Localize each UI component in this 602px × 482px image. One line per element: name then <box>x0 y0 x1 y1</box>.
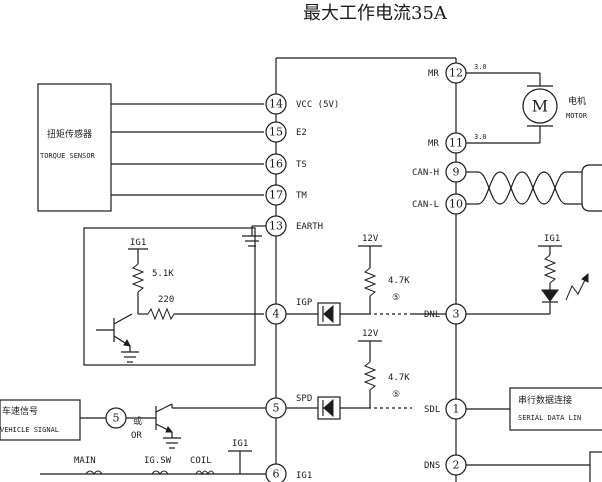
dns-link <box>466 451 602 482</box>
pullup-resistor-2: 12V 4.7K ⑤ <box>358 329 410 408</box>
diode-icon <box>317 396 341 420</box>
pullup-2-value: 4.7K <box>388 373 410 383</box>
pin-16: 16 TS <box>265 153 307 175</box>
pullup-1-voltage: 12V <box>362 234 379 244</box>
motor-cn: 电机 <box>568 95 586 107</box>
pin-13: 13 EARTH <box>265 215 323 237</box>
pin-15: 15 E2 <box>265 121 307 143</box>
ground-icon <box>163 437 181 449</box>
serial-data-link: 串行数据连接 SERIAL DATA LIN <box>466 387 602 431</box>
pin-6: 6 IG1 <box>265 463 312 482</box>
pin-5-label: SPD <box>296 394 312 404</box>
motor: 3.0 3.0 M 电机 MOTOR <box>466 63 588 144</box>
dnl-supply-label: IG1 <box>544 234 560 244</box>
vehicle-signal-or-en: OR <box>131 431 142 441</box>
serial-link-en: SERIAL DATA LIN <box>518 414 581 422</box>
pin-6-label: IG1 <box>296 471 312 481</box>
motor-symbol: M <box>532 97 548 116</box>
coil-label: COIL <box>190 456 212 466</box>
pin-17: 17 TM <box>265 184 307 206</box>
pullup-2-voltage: 12V <box>362 329 379 339</box>
ig-circuit-supply: IG1 <box>130 238 146 248</box>
svg-text:11: 11 <box>449 137 463 150</box>
pin-17-label: TM <box>296 191 307 201</box>
svg-text:5: 5 <box>273 402 280 415</box>
svg-text:17: 17 <box>269 189 283 202</box>
can-twisted-pair <box>466 164 602 212</box>
igsw-label: IG.SW <box>144 456 172 466</box>
ground-icon <box>242 225 266 247</box>
pin-10: 10 CAN-L <box>412 193 467 215</box>
vehicle-signal-or-cn: 或 <box>133 415 142 427</box>
led-icon <box>541 289 559 303</box>
diode-icon <box>317 302 341 326</box>
pin-15-label: E2 <box>296 128 307 138</box>
pullup-2-marker: ⑤ <box>392 390 400 400</box>
ig-circuit: IG1 5.1K 220 <box>83 227 264 366</box>
pullup-1-value: 4.7K <box>388 276 410 286</box>
pin-9: 9 CAN-H <box>412 161 467 183</box>
svg-text:15: 15 <box>269 126 283 139</box>
pin-10-label: CAN-L <box>412 200 439 210</box>
pullup-resistor-1: 12V 4.7K ⑤ <box>358 234 410 314</box>
svg-text:2: 2 <box>453 459 460 472</box>
r2-value: 220 <box>158 295 174 305</box>
pin-11-label: MR <box>428 139 439 149</box>
main-label: MAIN <box>74 456 96 466</box>
pin-14: 14 VCC (5V) <box>265 93 339 115</box>
svg-text:5: 5 <box>113 412 120 425</box>
motor-icon <box>522 88 558 124</box>
motor-wire-bottom: 3.0 <box>474 133 487 141</box>
svg-text:14: 14 <box>269 98 283 111</box>
svg-text:9: 9 <box>453 166 460 179</box>
pin-2: 2 DNS <box>424 454 467 476</box>
motor-wire-top: 3.0 <box>474 63 487 71</box>
dnl-led-circuit: IG1 <box>466 234 589 315</box>
vehicle-signal: 车速信号 VEHICLE SIGNAL 5 或 OR <box>0 399 266 449</box>
ignition-circuit: MAIN IG.SW COIL IG1 <box>40 439 266 476</box>
ground-icon <box>121 351 139 363</box>
pin-9-label: CAN-H <box>412 168 439 178</box>
pin-13-label: EARTH <box>296 222 323 232</box>
torque-sensor-cn: 扭矩传感器 <box>47 128 92 140</box>
transistor-icon <box>155 403 266 438</box>
pin-4-label: IGP <box>296 298 313 308</box>
vehicle-signal-cn: 车速信号 <box>2 405 38 417</box>
pin-5: 5 SPD <box>265 394 312 419</box>
pullup-1-marker: ⑤ <box>392 293 400 303</box>
torque-sensor-en: TORQUE SENSOR <box>40 152 96 160</box>
diagram-title: 最大工作电流35A <box>303 3 448 24</box>
svg-text:6: 6 <box>273 468 280 481</box>
serial-link-cn: 串行数据连接 <box>518 394 572 406</box>
svg-text:12: 12 <box>449 67 463 80</box>
pin-2-label: DNS <box>424 461 440 471</box>
svg-text:1: 1 <box>453 403 460 416</box>
pin-1-label: SDL <box>424 405 440 415</box>
transistor-icon <box>96 313 133 352</box>
pin-12: 12 MR <box>428 62 467 84</box>
r1-value: 5.1K <box>152 269 174 279</box>
svg-text:13: 13 <box>269 220 283 233</box>
torque-sensor: 扭矩传感器 TORQUE SENSOR <box>37 83 264 212</box>
svg-text:10: 10 <box>449 198 463 211</box>
svg-text:3: 3 <box>453 308 460 321</box>
pin-16-label: TS <box>296 160 307 170</box>
motor-en: MOTOR <box>566 112 588 120</box>
light-ray-icon <box>565 273 589 301</box>
svg-text:16: 16 <box>269 158 283 171</box>
pin-14-label: VCC (5V) <box>296 100 339 110</box>
pin-3-label: DNL <box>424 310 440 320</box>
pin-11: 11 MR <box>428 132 467 154</box>
vehicle-signal-en: VEHICLE SIGNAL <box>0 426 59 434</box>
bottom-ig1-label: IG1 <box>232 439 248 449</box>
pin-1: 1 SDL <box>424 398 467 420</box>
pin-12-label: MR <box>428 69 439 79</box>
svg-text:4: 4 <box>273 308 280 321</box>
pin-4: 4 IGP <box>265 298 313 325</box>
